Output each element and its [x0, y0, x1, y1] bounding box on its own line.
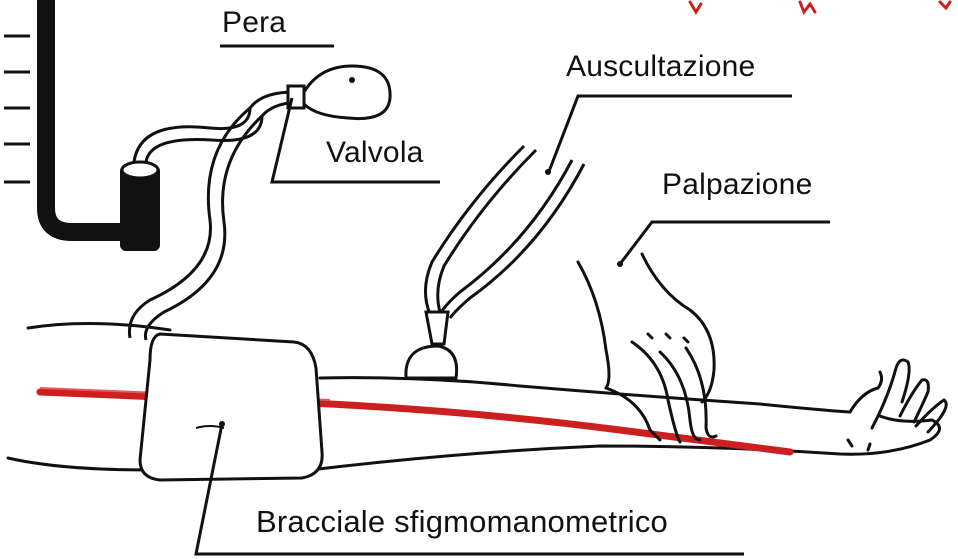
- cuff: [140, 334, 322, 480]
- label-palpazione: Palpazione: [662, 168, 812, 202]
- palpazione-leader: [620, 222, 830, 264]
- label-bracciale: Bracciale sfigmomanometrico: [256, 504, 668, 540]
- mercury-reservoir: [120, 162, 160, 251]
- valve-and-bulb: [288, 66, 390, 119]
- label-valvola: Valvola: [326, 136, 424, 170]
- palpating-hand: [578, 254, 716, 442]
- manometer-scale: [4, 36, 30, 182]
- auscultazione-leader: [548, 96, 792, 174]
- manometer-tube: [46, 0, 126, 232]
- red-scribble-decoration: [690, 2, 950, 12]
- label-auscultazione: Auscultazione: [566, 50, 755, 84]
- label-pera: Pera: [222, 6, 286, 40]
